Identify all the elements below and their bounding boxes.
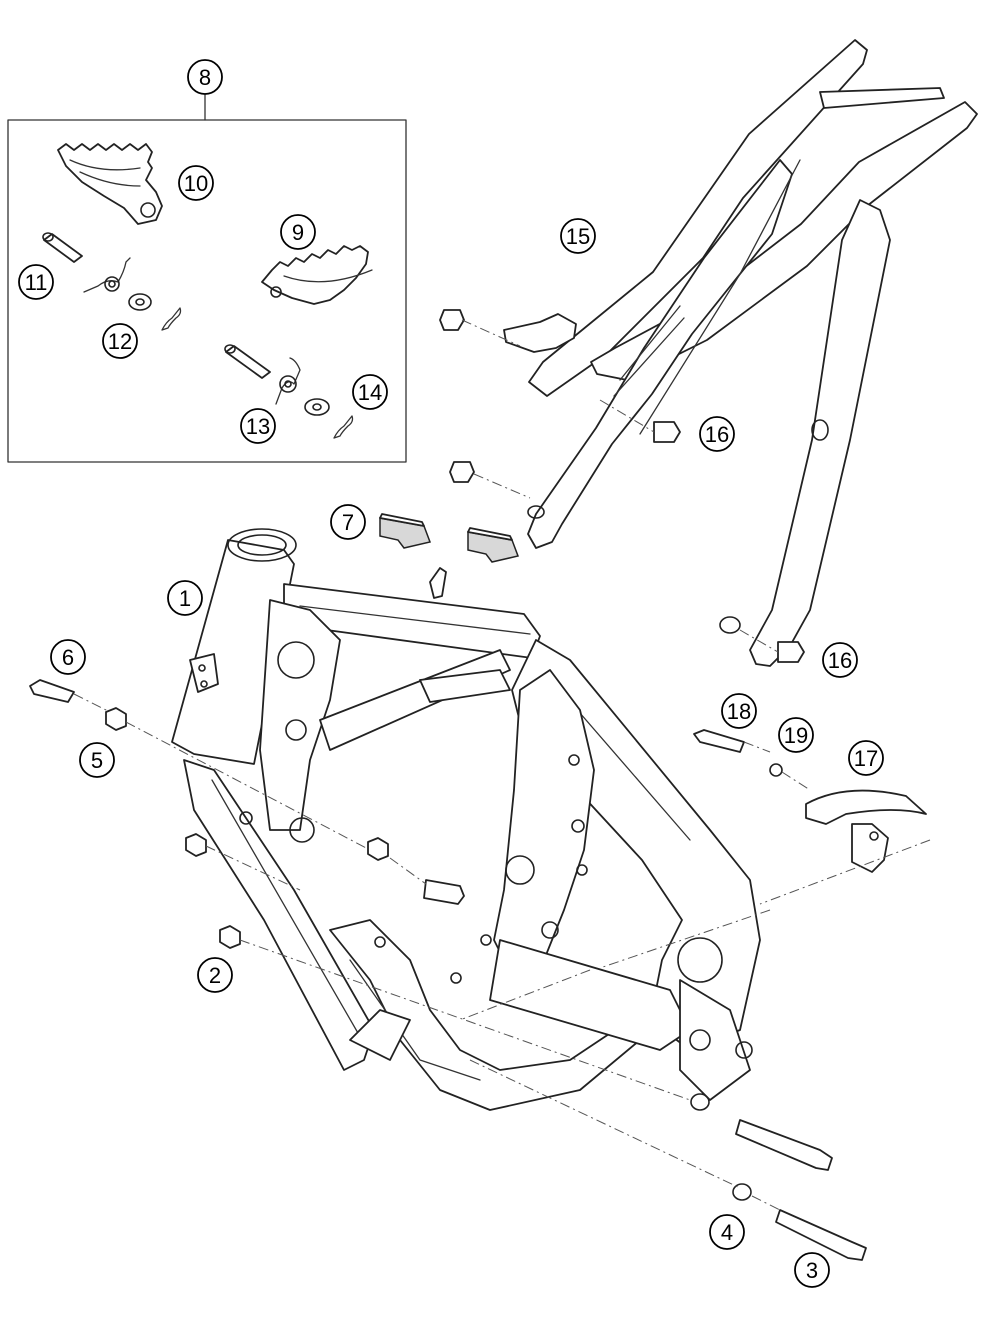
callout-label: 19 <box>784 723 808 748</box>
callout-5: 5 <box>79 742 115 778</box>
callout-circle <box>794 1252 830 1288</box>
callout-2: 2 <box>197 957 233 993</box>
washer-12 <box>128 293 152 311</box>
rear-subframe <box>503 39 978 667</box>
callout-label: 1 <box>179 586 191 611</box>
chain-slider-17 <box>805 789 927 873</box>
washer-lower-right <box>690 1093 710 1111</box>
bolt-mid <box>389 857 465 905</box>
callout-circle <box>280 214 316 250</box>
clip-14 <box>333 415 354 439</box>
callout-circle <box>102 323 138 359</box>
nut-2 <box>219 925 691 1101</box>
callout-circle <box>187 59 223 95</box>
bolt-18 <box>693 729 771 753</box>
footpeg-right <box>57 143 163 225</box>
callout-label: 5 <box>91 748 103 773</box>
callout-label: 12 <box>108 329 132 354</box>
callout-circle <box>197 957 233 993</box>
callout-6: 6 <box>50 639 86 675</box>
nut-engine-upper <box>185 833 301 891</box>
callout-9: 9 <box>280 214 316 250</box>
callout-circle <box>560 218 596 254</box>
main-frame <box>171 528 761 1111</box>
callout-label: 17 <box>854 746 878 771</box>
callout-14: 14 <box>352 374 388 410</box>
callout-circle <box>352 374 388 410</box>
screw-16b <box>739 629 805 663</box>
bolt-3 <box>751 1195 867 1261</box>
callout-circle <box>848 740 884 776</box>
callout-circle <box>50 639 86 675</box>
subframe-screw-top <box>439 309 521 347</box>
callout-label: 13 <box>246 414 270 439</box>
callout-12: 12 <box>102 323 138 359</box>
rubber-block-left <box>379 513 432 549</box>
callout-18: 18 <box>721 693 757 729</box>
washer-4 <box>469 1059 752 1201</box>
callout-label: 3 <box>806 1258 818 1283</box>
bolt-long-upper <box>735 1119 833 1171</box>
callout-circle <box>709 1214 745 1250</box>
nut-5 <box>105 707 371 851</box>
callout-circle <box>721 693 757 729</box>
callout-16b: 16 <box>822 642 858 678</box>
pin-13 <box>224 344 271 379</box>
callout-11: 11 <box>18 264 54 300</box>
spring-11 <box>83 257 131 293</box>
callout-circle <box>330 504 366 540</box>
callout-label: 7 <box>342 510 354 535</box>
callout-13: 13 <box>240 408 276 444</box>
bolt-6 <box>29 679 111 713</box>
callout-circle <box>778 717 814 753</box>
callout-4: 4 <box>709 1214 745 1250</box>
clip-12 <box>161 307 182 331</box>
callout-8: 8 <box>187 59 223 95</box>
spring-13 <box>275 357 301 405</box>
callout-label: 10 <box>184 171 208 196</box>
callout-17: 17 <box>848 740 884 776</box>
callout-label: 9 <box>292 220 304 245</box>
callout-label: 2 <box>209 963 221 988</box>
rubber-block-right <box>467 527 520 563</box>
callout-label: 16 <box>705 422 729 447</box>
callout-label: 16 <box>828 648 852 673</box>
callout-label: 4 <box>721 1220 733 1245</box>
callout-circle <box>699 416 735 452</box>
callout-circle <box>178 165 214 201</box>
callout-circle <box>18 264 54 300</box>
callout-10: 10 <box>178 165 214 201</box>
callout-19: 19 <box>778 717 814 753</box>
nut-mid <box>367 837 389 861</box>
callout-7: 7 <box>330 504 366 540</box>
callout-3: 3 <box>794 1252 830 1288</box>
screw-16a <box>599 399 681 443</box>
footpeg-subassembly <box>7 94 407 463</box>
callout-label: 18 <box>727 699 751 724</box>
pin-11 <box>42 232 83 263</box>
callout-label: 14 <box>358 380 382 405</box>
callout-circle <box>822 642 858 678</box>
washer-14 <box>304 398 330 416</box>
subframe-screw-bottom <box>449 461 531 499</box>
footpeg-left <box>261 245 373 305</box>
callout-16a: 16 <box>699 416 735 452</box>
callout-label: 15 <box>566 224 590 249</box>
callout-circle <box>79 742 115 778</box>
callout-label: 8 <box>199 65 211 90</box>
callout-circle <box>240 408 276 444</box>
callout-1: 1 <box>167 580 203 616</box>
callout-label: 6 <box>62 645 74 670</box>
callout-circle <box>167 580 203 616</box>
callout-label: 11 <box>25 270 48 295</box>
washer-19 <box>769 763 811 791</box>
callout-15: 15 <box>560 218 596 254</box>
